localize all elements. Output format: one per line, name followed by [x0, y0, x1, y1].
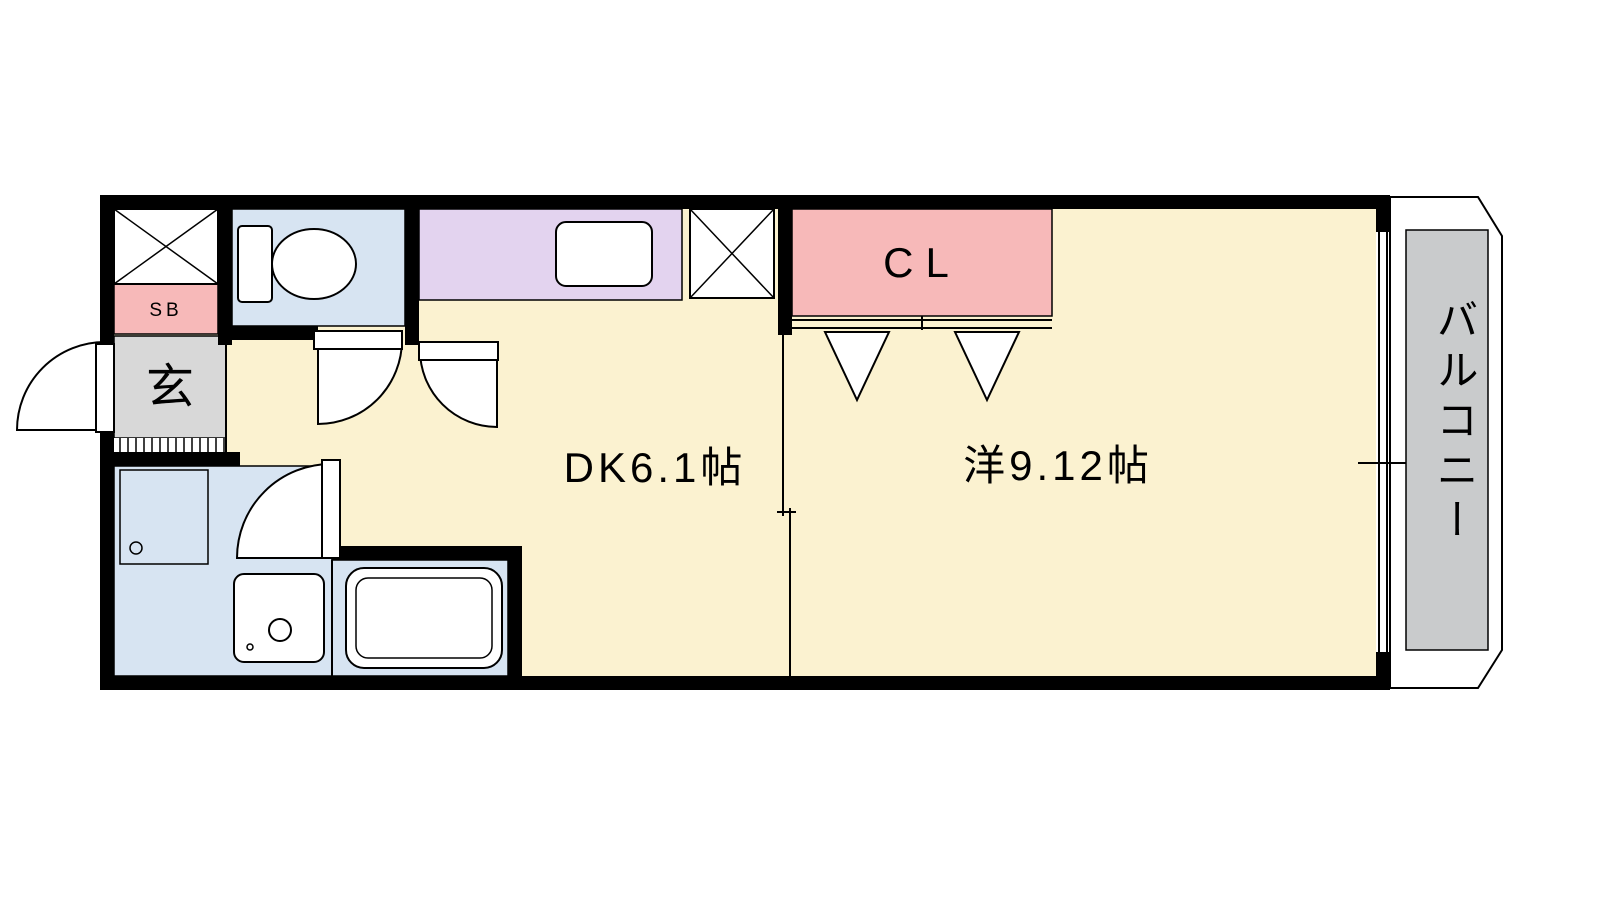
- entrance-door-leaf: [95, 343, 115, 433]
- wall-segment: [778, 195, 792, 335]
- wall-segment: [1376, 652, 1390, 690]
- wall-segment: [100, 676, 1390, 690]
- wall-segment: [218, 326, 318, 340]
- balcony-floor: [1405, 229, 1489, 651]
- dk-door-leaf: [418, 341, 499, 361]
- wall-segment: [100, 452, 240, 466]
- bathtub-inner: [355, 577, 493, 659]
- toilet-tank: [237, 225, 273, 303]
- wall-segment: [508, 546, 522, 676]
- washroom-door-leaf: [321, 459, 341, 559]
- balcony-label: バルコニー: [1431, 298, 1478, 548]
- washer-drain: [129, 541, 143, 555]
- entrance-door-swing: [15, 340, 106, 431]
- pipe-space-cross: [113, 208, 219, 285]
- wall-segment: [218, 195, 232, 345]
- toilet-door-leaf: [313, 330, 403, 350]
- entrance-label: 玄: [146, 361, 194, 414]
- vanity-sink: [233, 573, 325, 663]
- washer-space: [119, 469, 209, 565]
- wall-segment: [100, 195, 1390, 209]
- wall-segment: [405, 195, 419, 345]
- balcony-window: [1358, 232, 1406, 652]
- bathtub-outer: [345, 567, 503, 669]
- vanity-basin-drain: [268, 618, 292, 642]
- closet-door-left: [823, 331, 891, 403]
- sliding-door: [777, 330, 796, 676]
- dk-room-label: DK6.1帖: [564, 444, 747, 491]
- kitchen-sink: [555, 221, 653, 287]
- wall-segment: [332, 546, 522, 560]
- toilet-door-swing: [317, 339, 404, 426]
- closet: [791, 208, 1053, 317]
- walls: [100, 195, 1390, 690]
- entrance-step: [114, 438, 226, 452]
- toilet-bowl: [271, 228, 357, 300]
- wall-segment: [100, 195, 114, 345]
- closet-label: CL: [883, 239, 961, 286]
- vanity-faucet: [246, 643, 254, 651]
- refrigerator-space-cross: [689, 208, 775, 299]
- western-room-label: 洋9.12帖: [963, 442, 1153, 489]
- washroom-door-swing: [235, 462, 332, 559]
- wall-segment: [1376, 195, 1390, 232]
- balcony: [1389, 196, 1503, 689]
- closet-door-track: [792, 316, 1052, 330]
- closet-door-right: [953, 331, 1021, 403]
- entrance-step-hatch: [119, 438, 225, 452]
- wall-segment: [100, 430, 114, 690]
- shoe-box-label: SB: [149, 300, 182, 321]
